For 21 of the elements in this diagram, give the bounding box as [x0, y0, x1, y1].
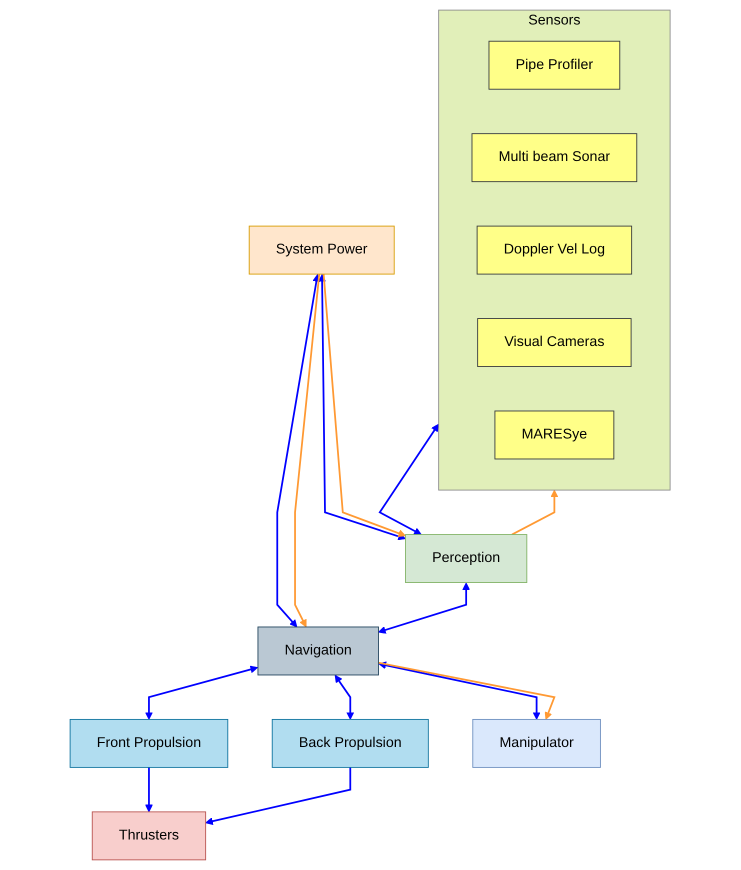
node-box: Navigation [258, 626, 380, 676]
node-box: Visual Cameras [478, 318, 632, 367]
arrow [378, 582, 470, 634]
node-box: Pipe Profiler [488, 40, 621, 90]
arrow [145, 666, 258, 720]
arrow [276, 274, 321, 628]
arrow [145, 767, 154, 812]
node-box: System Power [249, 226, 396, 275]
arrow [206, 767, 352, 826]
node-box: Doppler Vel Log [477, 226, 632, 275]
node-box: Multi beam Sonar [472, 133, 638, 182]
arrow [512, 490, 559, 536]
node-box: Front Propulsion [70, 718, 229, 768]
node-box: Back Propulsion [272, 718, 430, 768]
node-box: Perception [405, 534, 528, 583]
arrow [378, 424, 440, 535]
arrow [335, 674, 355, 720]
arrow [294, 274, 321, 628]
node-box: Manipulator [472, 718, 602, 768]
node-box: MARESye [494, 410, 615, 460]
node-box: Thrusters [92, 811, 206, 860]
